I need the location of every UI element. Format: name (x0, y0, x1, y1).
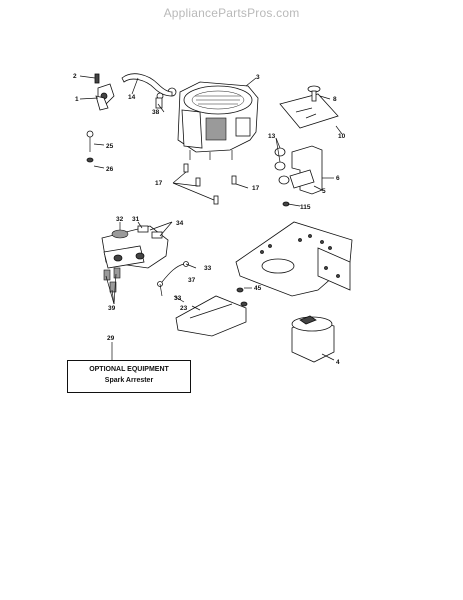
filter-elements-part[interactable] (103, 267, 121, 293)
callout-10: 10 (338, 133, 346, 140)
optional-equipment-box: OPTIONAL EQUIPMENT Spark Arrester (67, 360, 191, 393)
callout-labels: 2 1 3 14 38 25 26 17 17 8 10 13 6 5 115 … (73, 73, 346, 366)
dipstick-tube-part[interactable] (121, 73, 173, 109)
watermark: AppliancePartsPros.com (163, 6, 300, 20)
callout-33b: 33 (174, 295, 182, 302)
callout-4: 4 (336, 359, 340, 366)
mounting-bracket-part[interactable] (175, 295, 247, 337)
heat-shield-part[interactable] (279, 93, 339, 129)
callout-8: 8 (333, 96, 337, 103)
muffler-bracket-part[interactable] (289, 145, 323, 195)
callout-2: 2 (73, 73, 77, 80)
leader-lines (79, 75, 343, 361)
callout-39: 39 (108, 305, 116, 312)
optional-equipment-title: OPTIONAL EQUIPMENT (89, 366, 169, 373)
callout-33a: 33 (204, 265, 212, 272)
hose-part[interactable] (157, 261, 189, 287)
spark-arrester-label: Spark Arrester (104, 377, 154, 384)
bolt-8-part[interactable] (307, 85, 321, 102)
callout-17a: 17 (155, 180, 163, 187)
callout-6: 6 (336, 175, 340, 182)
callout-3: 3 (256, 74, 260, 81)
callout-26: 26 (106, 166, 114, 173)
callout-1: 1 (75, 96, 79, 103)
callout-5: 5 (322, 188, 326, 195)
callout-32: 32 (116, 216, 124, 223)
callout-115: 115 (300, 204, 311, 211)
callout-31: 31 (132, 216, 140, 223)
callout-14: 14 (128, 94, 136, 101)
callout-37: 37 (188, 277, 196, 284)
muffler-part[interactable] (291, 315, 335, 363)
callout-34: 34 (176, 220, 184, 227)
callout-29: 29 (107, 335, 115, 342)
throttle-control-part[interactable] (94, 73, 115, 111)
callout-23: 23 (180, 305, 188, 312)
nut-26-part[interactable] (86, 157, 94, 163)
callout-38: 38 (152, 109, 160, 116)
frame-plate-part[interactable] (235, 221, 353, 297)
callout-17b: 17 (252, 185, 260, 192)
callout-45: 45 (254, 285, 262, 292)
engine-part[interactable] (167, 81, 259, 160)
air-cleaner-cover-part[interactable] (101, 225, 169, 269)
callout-13: 13 (268, 133, 276, 140)
bolt-25-part[interactable] (86, 130, 94, 152)
screws-45-part[interactable] (236, 287, 248, 307)
locknuts-13-part[interactable] (274, 147, 290, 185)
callout-25: 25 (106, 143, 114, 150)
